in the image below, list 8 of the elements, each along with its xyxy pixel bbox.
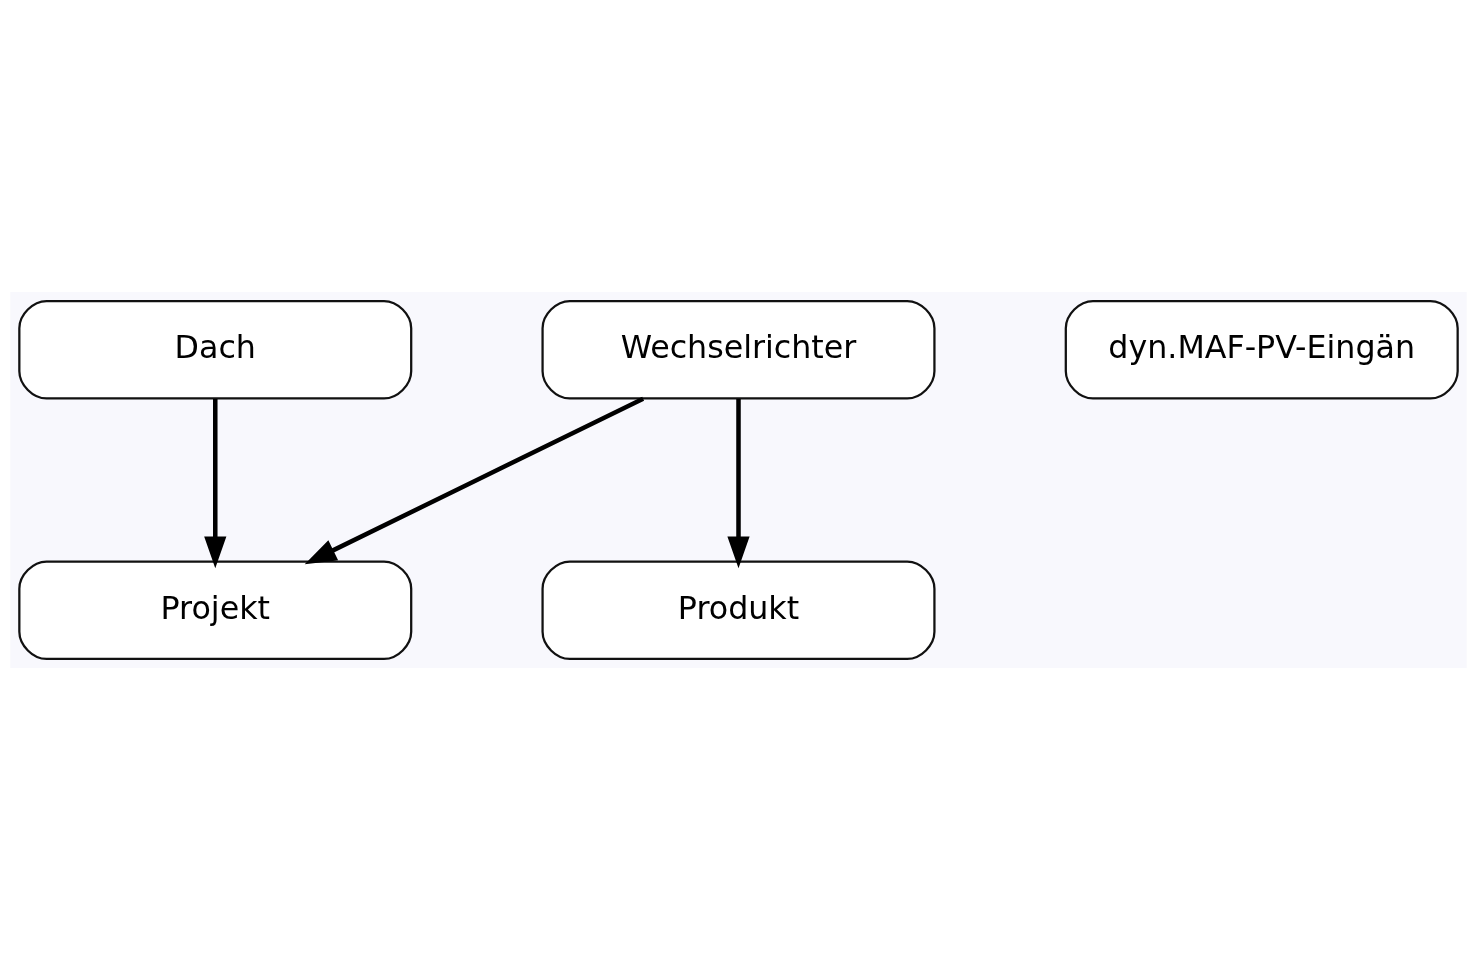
arrow [304, 396, 644, 565]
node-box: Produkt [540, 560, 936, 661]
node-box: Dach [17, 299, 412, 400]
node-box: dyn.MAF-PV-Eingän [1064, 299, 1459, 400]
arrow [726, 399, 750, 569]
arrow [203, 399, 226, 569]
node-box: Projekt [17, 560, 412, 661]
node-box: Wechselrichter [540, 299, 936, 400]
